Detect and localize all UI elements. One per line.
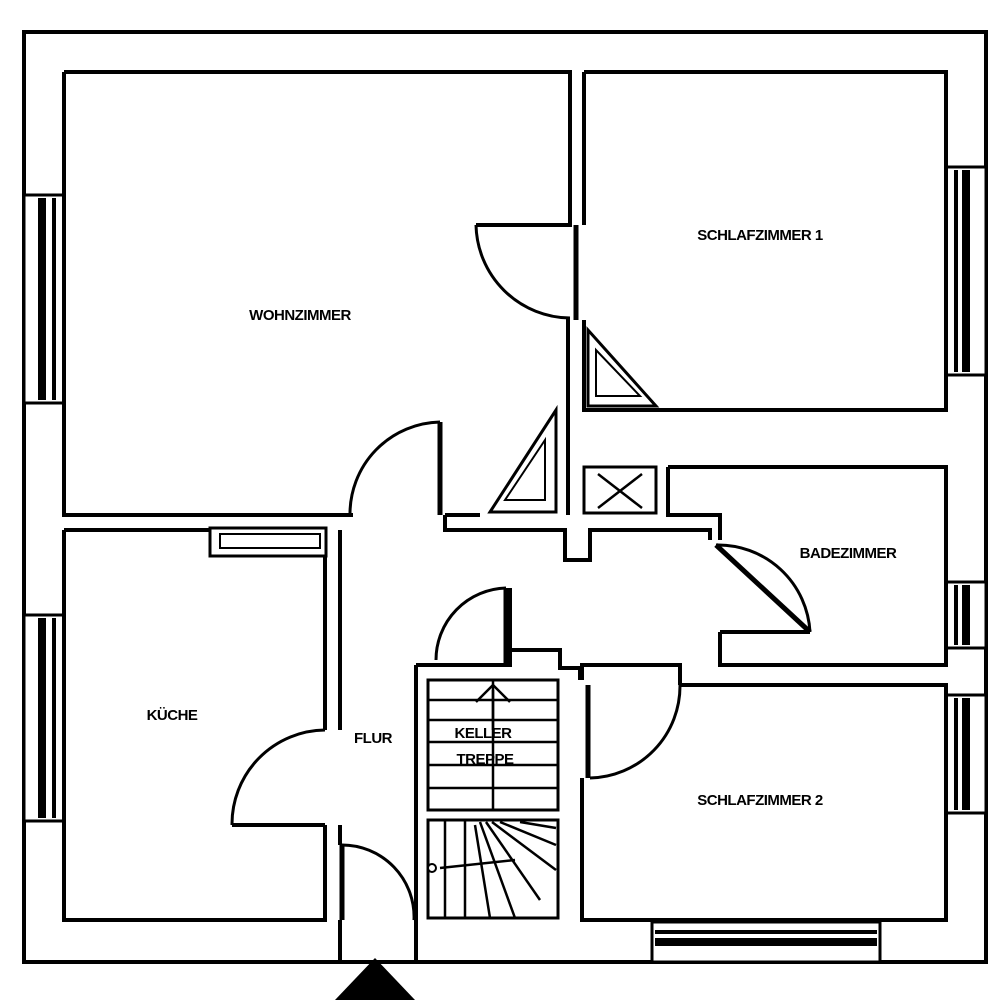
window-wohnzimmer bbox=[22, 193, 66, 405]
windows bbox=[22, 165, 988, 964]
door-schlafzimmer2 bbox=[585, 684, 682, 780]
door-entrance bbox=[339, 843, 416, 921]
label-flur: FLUR bbox=[354, 730, 393, 747]
entrance-arrow-icon bbox=[335, 958, 415, 1000]
label-wohnzimmer: WOHNZIMMER bbox=[249, 307, 351, 324]
label-schlafzimmer2: SCHLAFZIMMER 2 bbox=[697, 792, 823, 809]
door-badezimmer bbox=[714, 543, 812, 634]
flur-walls bbox=[338, 515, 712, 962]
room-wohnzimmer-walls bbox=[62, 70, 572, 517]
label-keller: KELLER bbox=[455, 725, 513, 742]
winder-steps bbox=[427, 820, 557, 919]
closet-schlafzimmer1 bbox=[586, 326, 660, 408]
keller-treppe bbox=[426, 678, 560, 920]
shaft-cross-icon bbox=[582, 465, 658, 515]
kitchen-pass-through bbox=[208, 526, 328, 558]
room-kueche-walls bbox=[62, 528, 327, 922]
room-schlafzimmer1-walls bbox=[582, 70, 948, 412]
room-badezimmer-walls bbox=[666, 465, 948, 667]
window-schlafzimmer2 bbox=[944, 693, 988, 815]
stair-arrow-icon bbox=[475, 683, 511, 730]
door-kueche bbox=[230, 728, 326, 827]
closet-wohnzimmer bbox=[487, 404, 558, 514]
doors bbox=[230, 224, 812, 921]
door-wohnzimmer bbox=[348, 420, 443, 516]
label-schlafzimmer1: SCHLAFZIMMER 1 bbox=[697, 227, 823, 244]
window-kueche bbox=[22, 613, 66, 823]
window-schlafzimmer1 bbox=[944, 165, 988, 377]
label-kueche: KÜCHE bbox=[147, 707, 198, 724]
outer-walls bbox=[22, 30, 988, 964]
label-treppe: TREPPE bbox=[456, 751, 514, 768]
door-keller bbox=[434, 586, 509, 665]
label-badezimmer: BADEZIMMER bbox=[800, 545, 897, 562]
window-badezimmer bbox=[944, 580, 988, 650]
door-schlafzimmer1 bbox=[474, 224, 579, 320]
window-schlafzimmer2-bottom bbox=[650, 920, 882, 964]
